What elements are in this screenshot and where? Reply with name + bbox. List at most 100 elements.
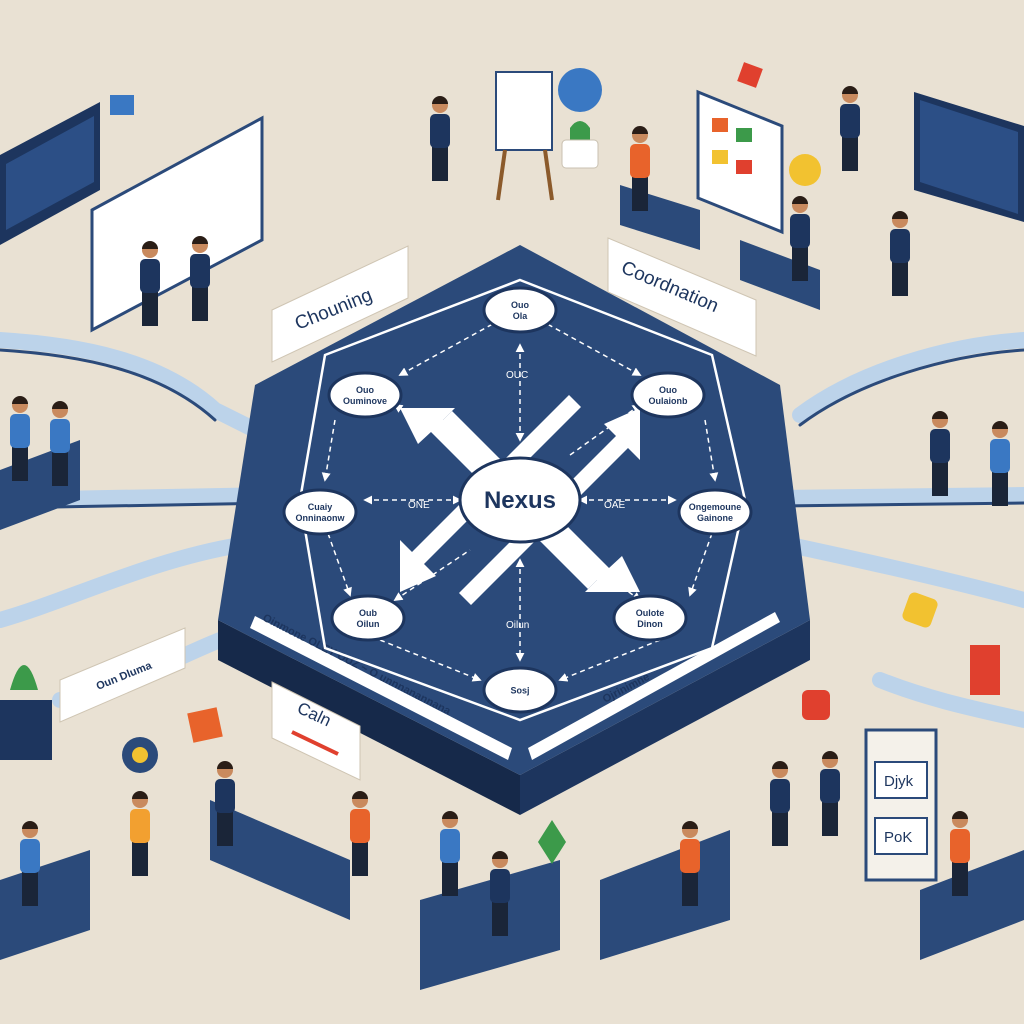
person-body [680,839,700,873]
person-hair [932,411,948,419]
flow-left-up [321,419,336,482]
decor-screens [0,71,1024,333]
person-body [10,414,30,448]
person-body [770,779,790,813]
flipchart [495,71,553,151]
person-legs [792,247,808,281]
person-figure [790,196,810,281]
panel-icon [970,645,1000,695]
platform-side-left [218,620,520,815]
diamond-icon [538,820,566,864]
node-top-label: Ouo [511,300,529,310]
alert-icon [802,690,830,720]
person-figure [680,821,700,906]
card-icon [902,592,938,628]
person-legs [632,177,648,211]
person-body [490,869,510,903]
person-hair [842,86,858,94]
person-body [790,214,810,248]
ring-outline [298,278,747,722]
desk-bottom-far-right [920,850,1024,960]
person-body [990,439,1010,473]
node-lower-right-label: Oulote [636,608,665,618]
person-legs [682,872,698,906]
node-lower-left-label: Oub [359,608,377,618]
nexus-label: Nexus [484,487,556,514]
person-figure [190,236,210,321]
person-body [190,254,210,288]
node-upper-left-circle [327,371,403,419]
person-hair [632,126,648,134]
person-figure [950,811,970,896]
platform-side-right [520,620,810,815]
person-figure [10,396,30,481]
node-lower-left-label: Oilun [357,619,380,629]
person-body [890,229,910,263]
node-left-label: Cuaiy [308,502,333,512]
person-hair [492,851,508,859]
node-upper-left-label: Ouminove [343,396,387,406]
node-left-circle [282,488,358,536]
node-left-label: Onninaonw [296,513,346,523]
person-hair [432,96,448,104]
person-body [930,429,950,463]
person-body [215,779,235,813]
node-bottom: Sosj [482,666,558,714]
nexus-node [458,456,582,544]
person-legs [192,287,208,321]
person-body [50,419,70,453]
person-hair [992,421,1008,429]
person-figure [50,401,70,486]
desk-bottom-center-left [210,800,350,920]
node-lower-right-circle [612,594,688,642]
flow-left-down [324,524,352,597]
sign-text-2: PoK [884,829,912,846]
node-lower-right-label: Dinon [637,619,663,629]
person-hair [682,821,698,829]
desk-top-right-2 [740,240,820,310]
node-top-circle [482,286,558,334]
person-hair [772,761,788,769]
tag-icon [187,707,223,743]
person-hair [192,236,208,244]
person-body [130,809,150,843]
sign-text-1: Djyk [884,773,914,790]
person-body [20,839,40,873]
small-label-right: OAE [604,500,625,511]
flow-right-up [704,419,719,482]
person-figure [770,761,790,846]
person-figure [840,86,860,171]
node-bottom-circle [482,666,558,714]
person-legs [12,447,28,481]
person-hair [892,211,908,219]
node-upper-left-label: Ouo [356,385,374,395]
person-figure [990,421,1010,506]
person-hair [952,811,968,819]
person-figure [820,751,840,836]
person-figure [430,96,450,181]
person-legs [492,902,508,936]
person-legs [822,802,838,836]
person-hair [132,791,148,799]
person-body [350,809,370,843]
satellite-nodes: OuoOlaOuoOuminoveOuoOulaionbCuaiyOnninao… [282,286,753,714]
person-figure [490,851,510,936]
person-legs [932,462,948,496]
people-figures [10,86,1010,936]
person-hair [52,401,68,409]
person-legs [892,262,908,296]
small-label-top: OUC [506,370,528,381]
person-hair [22,821,38,829]
person-body [430,114,450,148]
node-upper-right-label: Oulaionb [649,396,688,406]
person-figure [630,126,650,211]
person-hair [142,241,158,249]
person-figure [130,791,150,876]
person-legs [217,812,233,846]
